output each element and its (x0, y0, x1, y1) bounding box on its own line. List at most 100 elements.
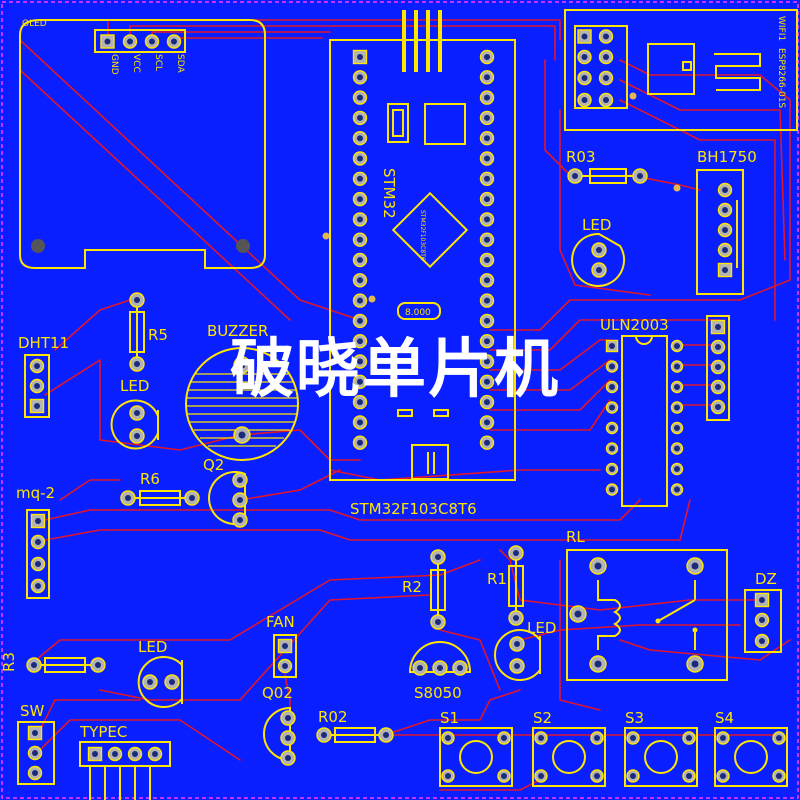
r3-resistor: R3 (0, 652, 106, 673)
pad-hole (357, 94, 363, 101)
pad-hole (484, 74, 490, 81)
bh1750-sensor: BH1750 (696, 148, 757, 295)
r6-resistor: R6 (120, 470, 200, 506)
mcu-part-label: STM32F103C8T6 (350, 500, 477, 518)
button-pads (534, 731, 604, 783)
pad-hole (674, 486, 680, 493)
q2-label: Q2 (203, 456, 224, 474)
s1-label: S1 (440, 709, 459, 727)
pad-hole (484, 439, 490, 446)
led-top-right: LED (571, 216, 626, 287)
pad-hole (357, 297, 363, 304)
bh1750-label: BH1750 (697, 148, 757, 166)
stepper-header-pins (710, 319, 726, 415)
pad-hole (609, 486, 615, 493)
oled-label: OLED (22, 19, 47, 29)
button-actuator (459, 740, 493, 774)
button-pads (441, 731, 511, 783)
pad-hole (484, 114, 490, 121)
stm32-pin-header-left (352, 49, 368, 450)
vias (322, 92, 681, 303)
r03-resistor: R03 (566, 148, 648, 184)
pad-hole (484, 399, 490, 406)
q02-transistor: Q02 (262, 684, 296, 766)
pad-hole (357, 277, 363, 284)
r02-resistor: R02 (316, 708, 394, 743)
button-actuator (644, 740, 678, 774)
crystal-label: 8.000 (405, 308, 431, 318)
r1-label: R1 (487, 570, 507, 588)
pad-hole (357, 196, 363, 203)
pad-hole (484, 419, 490, 426)
pad-hole (484, 277, 490, 284)
mq2-label: mq-2 (16, 484, 55, 502)
button-actuator (734, 740, 768, 774)
pad-hole (776, 735, 782, 741)
r5-resistor: R5 (129, 292, 168, 372)
pad-hole (501, 773, 507, 779)
r03-label: R03 (566, 148, 596, 166)
pad-hole (484, 358, 490, 365)
pad-hole (357, 419, 363, 426)
pad-hole (484, 94, 490, 101)
push-buttons: S1 S2 S3 S4 (439, 709, 788, 787)
oled-module: OLED GND VCC SCL SDA (19, 19, 266, 269)
pad-hole (357, 114, 363, 121)
oled-pin-scl: SCL (153, 54, 163, 71)
pad-hole (445, 773, 451, 779)
pad-hole (357, 236, 363, 243)
button-actuator (552, 740, 586, 774)
pad-hole (609, 404, 615, 411)
relay: RL (566, 528, 728, 681)
fan-label: FAN (266, 613, 295, 631)
r1-resistor: R1 (487, 545, 524, 626)
stm32-pin-header-right (479, 49, 495, 450)
pad-hole (776, 773, 782, 779)
pad-hole (674, 363, 680, 370)
uln2003-driver: ULN2003 (600, 315, 730, 507)
s4-label: S4 (715, 709, 734, 727)
sw-label: SW (20, 702, 45, 720)
led-bottom-label: LED (138, 638, 167, 656)
oled-pin-vcc: VCC (131, 54, 141, 73)
r3-label: R3 (0, 652, 18, 672)
watermark-title: 破晓单片机 (230, 333, 560, 407)
pad-hole (594, 735, 600, 741)
pad-hole (357, 338, 363, 345)
pad-hole (538, 773, 544, 779)
usb-contacts (402, 10, 442, 72)
r5-label: R5 (148, 326, 168, 344)
typec-connector: TYPEC (79, 723, 171, 800)
dz-label: DZ (755, 570, 777, 588)
s2-label: S2 (533, 709, 552, 727)
button-outline (532, 727, 606, 787)
r02-label: R02 (318, 708, 348, 726)
pad-hole (609, 343, 615, 349)
wifi-module: WIFI1 ESP8266-01S (564, 9, 798, 131)
uln2003-pins (605, 339, 684, 496)
pad-hole (357, 216, 363, 223)
pad-hole (357, 74, 363, 81)
pad-hole (357, 155, 363, 162)
stm32-module: STM32 STM32F103C8T6 8.000 STM32F103C8T6 (329, 10, 516, 518)
uln2003-label: ULN2003 (600, 316, 669, 334)
pad-hole (484, 135, 490, 142)
pad-hole (538, 735, 544, 741)
buzzer-label: BUZZER (207, 322, 268, 340)
pad-hole (484, 257, 490, 263)
dht11-sensor: DHT11 (18, 334, 69, 418)
oled-pin-gnd: GND (109, 54, 119, 75)
led-top-right-label: LED (582, 216, 611, 234)
pad-hole (609, 363, 615, 370)
typec-label: TYPEC (79, 723, 127, 741)
pad-hole (357, 439, 363, 446)
pad-hole (609, 445, 615, 452)
led-mid: LED (494, 619, 556, 681)
q02-label: Q02 (262, 684, 293, 702)
pad-hole (686, 773, 692, 779)
pad-hole (609, 425, 615, 431)
relay-label: RL (566, 528, 585, 546)
led-left: LED (110, 377, 159, 450)
pad-hole (674, 404, 680, 411)
